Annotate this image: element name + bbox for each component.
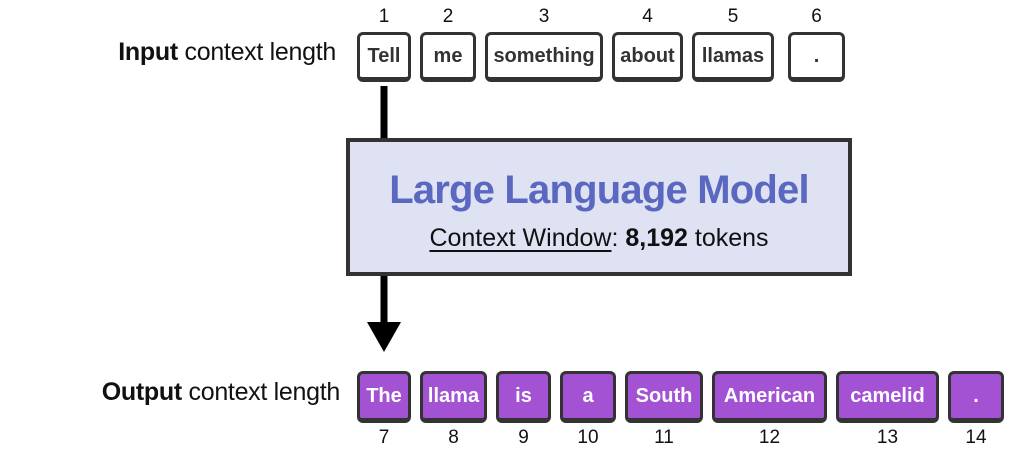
context-window-colon: : (611, 224, 626, 252)
input-token-number: 1 (378, 6, 390, 27)
output-token-number: 11 (654, 427, 674, 448)
input-label-bold: Input (118, 38, 178, 66)
output-context-length-label: Output context length (101, 378, 341, 407)
input-token: something (485, 32, 603, 82)
output-token: The (357, 371, 411, 423)
output-token: camelid (836, 371, 939, 423)
model-title: Large Language Model (389, 168, 809, 212)
output-token-number: 14 (965, 427, 987, 448)
input-token-number: 4 (642, 6, 653, 27)
output-token: llama (420, 371, 487, 423)
context-window-value: 8,192 (625, 224, 688, 252)
input-token: me (420, 32, 476, 82)
output-token: a (560, 371, 616, 423)
output-token-number: 10 (577, 427, 599, 448)
output-token-number: 7 (378, 427, 390, 448)
output-token: American (712, 371, 827, 423)
context-window-line: Context Window: 8,192 tokens (350, 224, 848, 253)
input-token: about (612, 32, 683, 82)
input-token-number: 2 (442, 6, 454, 27)
context-window-label: Context Window (429, 224, 612, 252)
output-arrow-head (367, 322, 401, 352)
input-token: Tell (357, 32, 411, 82)
input-context-length-label: Input context length (118, 38, 336, 67)
output-token-number: 13 (876, 427, 899, 448)
output-label-bold: Output (101, 378, 182, 406)
llm-box: Large Language Model Context Window: 8,1… (346, 138, 852, 276)
input-token-number: 6 (811, 6, 822, 27)
output-token-number: 9 (518, 427, 529, 448)
input-token: llamas (692, 32, 774, 82)
input-label-rest: context length (177, 38, 337, 66)
input-token-number: 5 (727, 6, 739, 27)
output-token: . (948, 371, 1004, 423)
output-token-number: 8 (448, 427, 459, 448)
output-token-number: 12 (758, 427, 781, 448)
input-token-number: 3 (538, 6, 550, 27)
output-token: South (625, 371, 703, 423)
output-token: is (496, 371, 551, 423)
input-token: . (788, 32, 845, 82)
context-window-unit: tokens (687, 224, 769, 252)
output-label-rest: context length (181, 378, 341, 406)
